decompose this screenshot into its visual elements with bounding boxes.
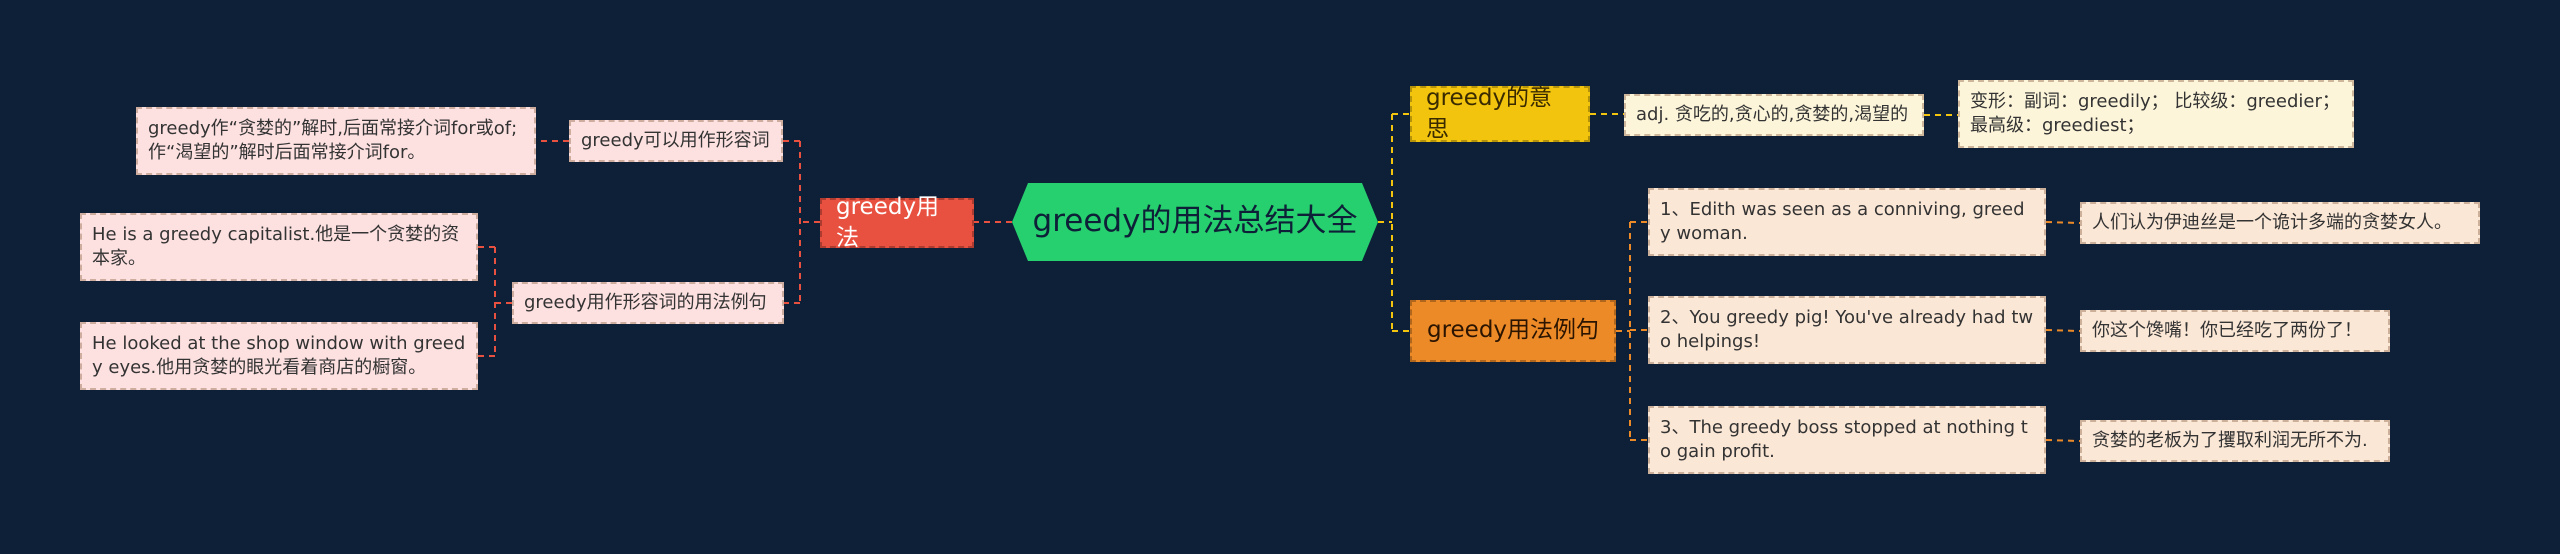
definition-box[interactable]: adj. 贪吃的,贪心的,贪婪的,渴望的: [1624, 94, 1924, 136]
branch-greedy-meaning[interactable]: greedy的意思: [1410, 85, 1590, 142]
example-capitalist[interactable]: He is a greedy capitalist.他是一个贪婪的资本家。: [80, 213, 478, 281]
example-en-3[interactable]: 3、The greedy boss stopped at nothing to …: [1648, 406, 2046, 474]
link-en2-zh2: [2045, 329, 2081, 332]
topic-adj-examples[interactable]: greedy用作形容词的用法例句: [512, 282, 784, 324]
example-zh-1[interactable]: 人们认为伊迪丝是一个诡计多端的贪婪女人。: [2080, 202, 2480, 244]
link-root-right: [1378, 113, 1410, 332]
link-en3-zh3: [2045, 439, 2081, 442]
link-examples-items: [1616, 221, 1648, 441]
link-usage-subtopics: [783, 140, 820, 304]
example-en-2[interactable]: 2、You greedy pig! You've already had two…: [1648, 296, 2046, 364]
link-en1-zh1: [2045, 221, 2081, 224]
example-en-1[interactable]: 1、Edith was seen as a conniving, greedy …: [1648, 188, 2046, 256]
link-adjexamples-items: [478, 246, 512, 357]
root-topic[interactable]: greedy的用法总结大全: [1012, 183, 1378, 261]
word-forms-box[interactable]: 变形：副词：greedily； 比较级：greedier； 最高级：greedi…: [1958, 80, 2354, 148]
note-adj-usage[interactable]: greedy作“贪婪的”解时,后面常接介词for或of; 作“渴望的”解时后面常…: [136, 107, 536, 175]
example-shop-window[interactable]: He looked at the shop window with greedy…: [80, 322, 478, 390]
branch-greedy-examples[interactable]: greedy用法例句: [1410, 300, 1616, 362]
example-zh-2[interactable]: 你这个馋嘴！你已经吃了两份了！: [2080, 310, 2390, 352]
branch-greedy-usage[interactable]: greedy用法: [820, 194, 974, 251]
example-zh-3[interactable]: 贪婪的老板为了攫取利润无所不为.: [2080, 420, 2390, 462]
topic-adj-usage[interactable]: greedy可以用作形容词: [569, 120, 783, 162]
